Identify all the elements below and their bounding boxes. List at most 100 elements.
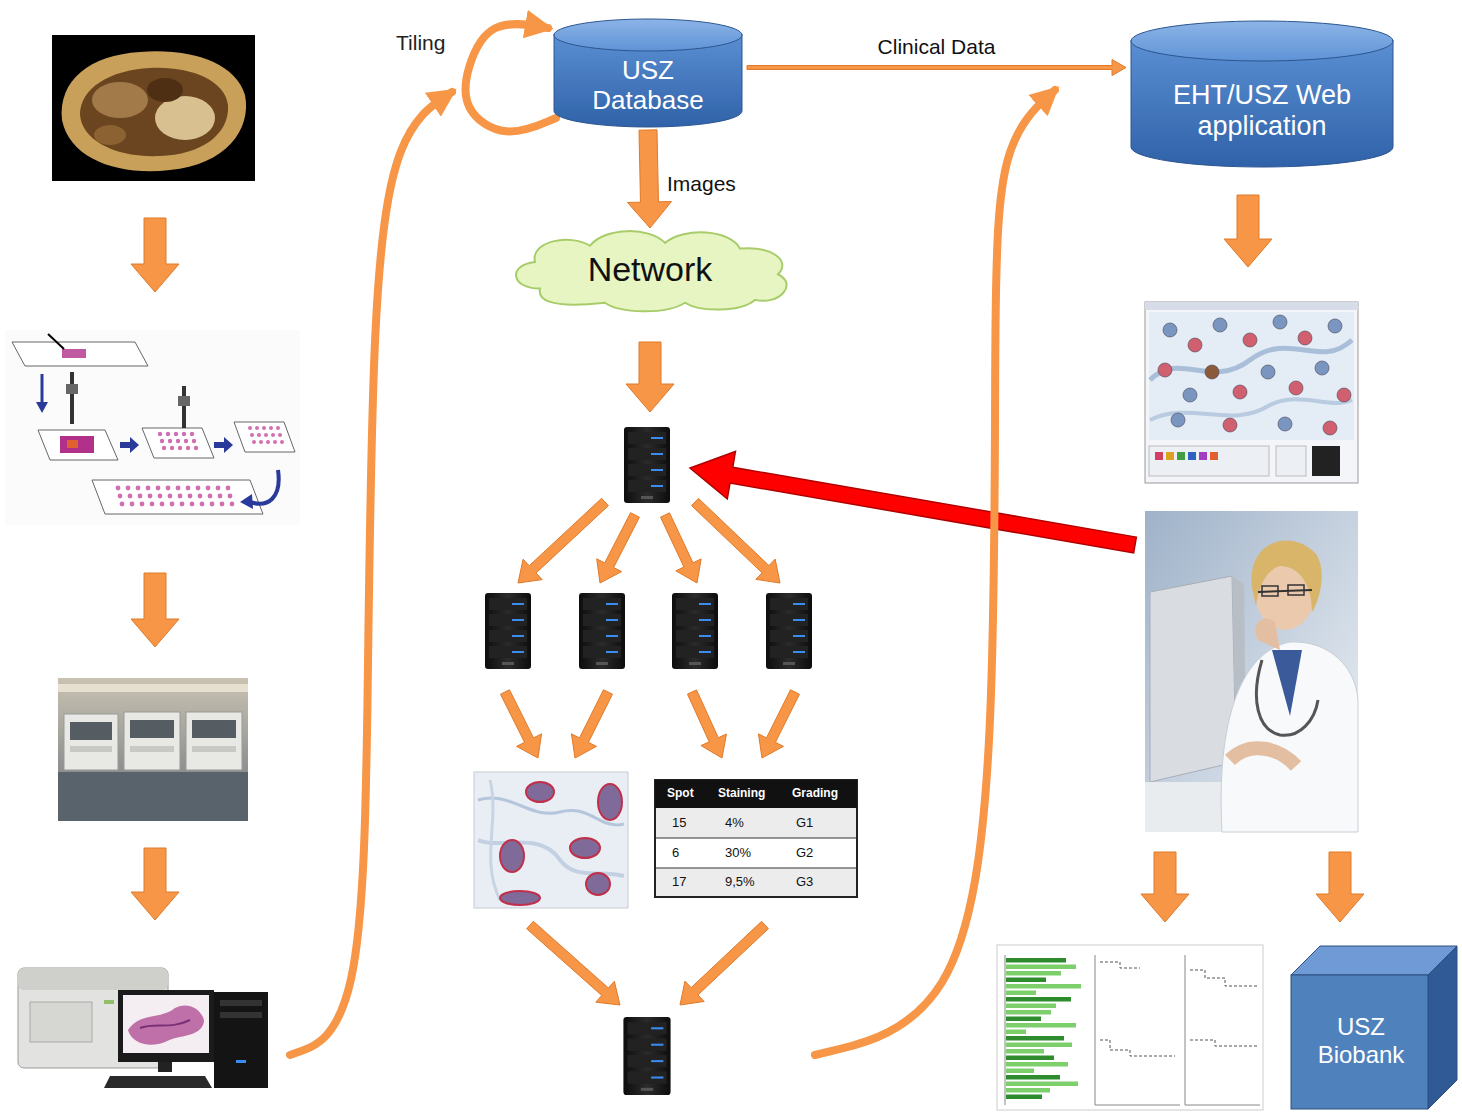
tma-construction-sketch: [178, 396, 190, 406]
pathologist-photo: [1272, 650, 1302, 716]
statistics-chart: [997, 945, 1263, 1110]
tma-core-dots: [271, 433, 275, 437]
slide-scanner-workstation: [18, 968, 268, 1088]
web-application-screenshot: [1166, 452, 1174, 460]
statistics-chart: [1190, 970, 1258, 1046]
results-table-frame: [656, 808, 856, 838]
results-table-frame: [655, 780, 857, 897]
tma-core-dots: [146, 486, 151, 491]
flow-arrows: [626, 342, 674, 412]
tma-core-dots: [166, 432, 170, 436]
cell-markers: [1289, 381, 1303, 395]
tma-core-dots: [170, 446, 174, 450]
tma-core-dots: [278, 433, 282, 437]
tma-core-dots: [250, 433, 254, 437]
node-label: USZ Biobank: [1306, 1013, 1416, 1068]
biobank-cube-outline: [1291, 975, 1428, 1109]
tma-core-dots: [206, 486, 211, 491]
tma-core-dots: [280, 440, 284, 444]
flow-arrows: [758, 690, 799, 758]
results-table-frame: [655, 780, 857, 808]
web-application-screenshot: [1149, 446, 1269, 476]
results-table-frame: [655, 868, 857, 869]
chart-bars: [1006, 1010, 1051, 1015]
cell-markers: [1163, 323, 1177, 337]
tma-construction-sketch: [142, 428, 214, 458]
flow-arrows: [1224, 195, 1272, 267]
tma-construction-sketch: [182, 386, 186, 428]
chart-bars: [1006, 1088, 1050, 1093]
tma-construction-sketch: [36, 402, 48, 413]
tma-core-dots: [190, 432, 194, 436]
segmented-histology-image: [474, 772, 628, 908]
table-header: Staining: [718, 786, 765, 800]
tma-core-dots: [148, 494, 153, 499]
tma-core-dots: [126, 486, 131, 491]
results-table-frame: [655, 780, 857, 897]
slide-scanner-workstation: [104, 1000, 114, 1004]
table-cell: 17: [672, 874, 686, 890]
slide-scanner-workstation: [214, 992, 268, 1088]
flow-arrows: [501, 690, 542, 758]
lab-photo: [58, 678, 248, 821]
tma-core-dots: [252, 440, 256, 444]
tma-core-dots: [128, 494, 133, 499]
tma-construction-sketch: [214, 437, 233, 453]
statistics-chart: [1185, 1105, 1260, 1106]
web-application-screenshot: [1276, 446, 1306, 476]
chart-bars: [1006, 1049, 1044, 1054]
chart-bars: [1006, 1004, 1056, 1009]
tissue-photo: [80, 68, 228, 156]
slide-scanner-workstation: [30, 1002, 92, 1042]
tissue-photo: [52, 35, 255, 181]
cell-markers: [1223, 418, 1237, 432]
results-table-frame: [655, 838, 857, 839]
chart-bars: [1006, 958, 1081, 1099]
tma-core-dots: [192, 439, 196, 443]
tma-construction-sketch: [41, 374, 44, 404]
server-icons: [672, 593, 718, 669]
web-application-screenshot: [1188, 452, 1196, 460]
flow-arrows: [680, 921, 768, 1005]
web-application-screenshot: [1145, 302, 1358, 483]
tma-core-dots: [136, 486, 141, 491]
lab-photo: [192, 746, 236, 752]
slide-scanner-workstation: [220, 1012, 262, 1018]
tma-core-dots: [257, 433, 261, 437]
slide-scanner-workstation: [128, 1005, 204, 1044]
process-label: Tiling: [396, 30, 445, 55]
lab-photo: [70, 746, 112, 752]
tma-core-dots: [208, 494, 213, 499]
lab-photo: [124, 712, 180, 770]
tma-core-dots: [190, 502, 195, 507]
tma-construction-sketch: [234, 422, 295, 452]
tma-core-dots: [220, 502, 225, 507]
lab-photo: [130, 720, 174, 738]
cell-markers: [1261, 365, 1275, 379]
tma-core-dots: [184, 439, 188, 443]
lab-photo: [70, 722, 112, 740]
tma-core-dots: [226, 486, 231, 491]
table-cell: 9,5%: [725, 874, 755, 890]
chart-bars: [1006, 971, 1061, 976]
tma-core-dots: [198, 494, 203, 499]
node-label: EHT/USZ Web application: [1147, 80, 1377, 142]
tma-core-dots: [176, 439, 180, 443]
clinical-data-arrow: [747, 60, 1126, 76]
chart-bars: [1006, 1069, 1034, 1074]
web-application-screenshot: [1199, 452, 1207, 460]
table-cell: 4%: [725, 815, 744, 831]
flow-arrows: [660, 513, 701, 583]
flow-arrows: [1141, 852, 1189, 922]
tma-core-dots: [162, 446, 166, 450]
server-icons: [624, 427, 670, 503]
cell-markers: [1171, 413, 1185, 427]
tma-core-dots: [196, 486, 201, 491]
server-icons: [579, 593, 625, 669]
slide-scanner-workstation: [236, 1060, 246, 1063]
tma-construction-sketch: [48, 334, 64, 349]
tissue-photo: [62, 51, 246, 171]
web-application-screenshot: [1145, 302, 1358, 310]
flow-arrows: [131, 24, 1364, 1055]
tma-core-dots: [150, 502, 155, 507]
